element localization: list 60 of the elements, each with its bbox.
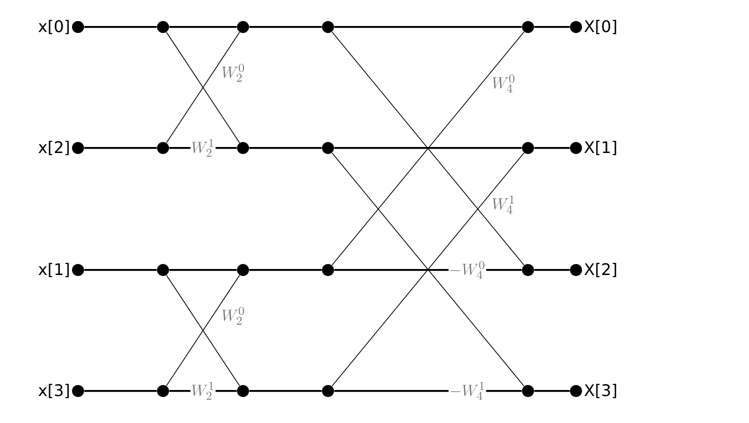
dot — [237, 385, 249, 397]
connector-line — [534, 147, 570, 149]
crossing-lines — [332, 31, 524, 266]
signal-label: X[1] — [584, 140, 616, 156]
dot — [157, 21, 169, 33]
dot — [522, 385, 534, 397]
dot — [322, 385, 334, 397]
signal-label: x[0] — [38, 20, 69, 34]
dot — [322, 264, 334, 276]
connector-line — [534, 26, 570, 28]
dot — [570, 21, 582, 33]
edge-label: $W_4^1$ — [491, 195, 516, 214]
connector-line — [249, 269, 322, 271]
connector-line — [249, 390, 322, 392]
dot — [570, 142, 582, 154]
signal-label: x[1] — [38, 262, 69, 278]
connector-line — [169, 269, 237, 271]
connector-line — [84, 390, 157, 392]
connector-line — [84, 269, 157, 271]
dot — [237, 21, 249, 33]
dot — [237, 142, 249, 154]
crossing-lines — [332, 152, 524, 387]
dot — [237, 264, 249, 276]
edge-label: $-W_4^1$ — [448, 382, 486, 400]
connector-line — [249, 147, 322, 149]
edge-label: $W_4^0$ — [491, 74, 516, 94]
dot — [322, 21, 334, 33]
dot — [72, 264, 84, 276]
dot — [72, 21, 84, 33]
dot — [522, 264, 534, 276]
dot — [522, 21, 534, 33]
dot — [157, 264, 169, 276]
edge-label: $W_2^0$ — [220, 63, 246, 82]
edge-label: $W_2^1$ — [190, 382, 216, 400]
connector-line — [84, 26, 157, 28]
edge-label: $W_2^1$ — [190, 138, 216, 158]
crossing-lines — [166, 274, 240, 386]
dot — [72, 385, 84, 397]
signal-label: x[2] — [38, 140, 69, 156]
signal-label: X[0] — [584, 20, 616, 34]
dot — [157, 142, 169, 154]
signal-label: X[2] — [584, 262, 616, 278]
signal-label: X[3] — [584, 384, 616, 398]
dot — [570, 385, 582, 397]
edge-label: $W_2^0$ — [220, 306, 246, 326]
connector-line — [169, 26, 237, 28]
connector-line — [534, 269, 570, 271]
edge-label: $-W_4^0$ — [448, 260, 486, 280]
connector-line — [334, 147, 522, 149]
crossing-lines — [166, 32, 240, 144]
dot — [570, 264, 582, 276]
connector-line — [334, 26, 522, 28]
connector-line — [534, 390, 570, 392]
connector-line — [249, 26, 322, 28]
signal-label: x[3] — [38, 384, 69, 398]
dot — [522, 142, 534, 154]
dot — [322, 142, 334, 154]
dot — [72, 142, 84, 154]
dot — [157, 385, 169, 397]
connector-line — [84, 147, 157, 149]
